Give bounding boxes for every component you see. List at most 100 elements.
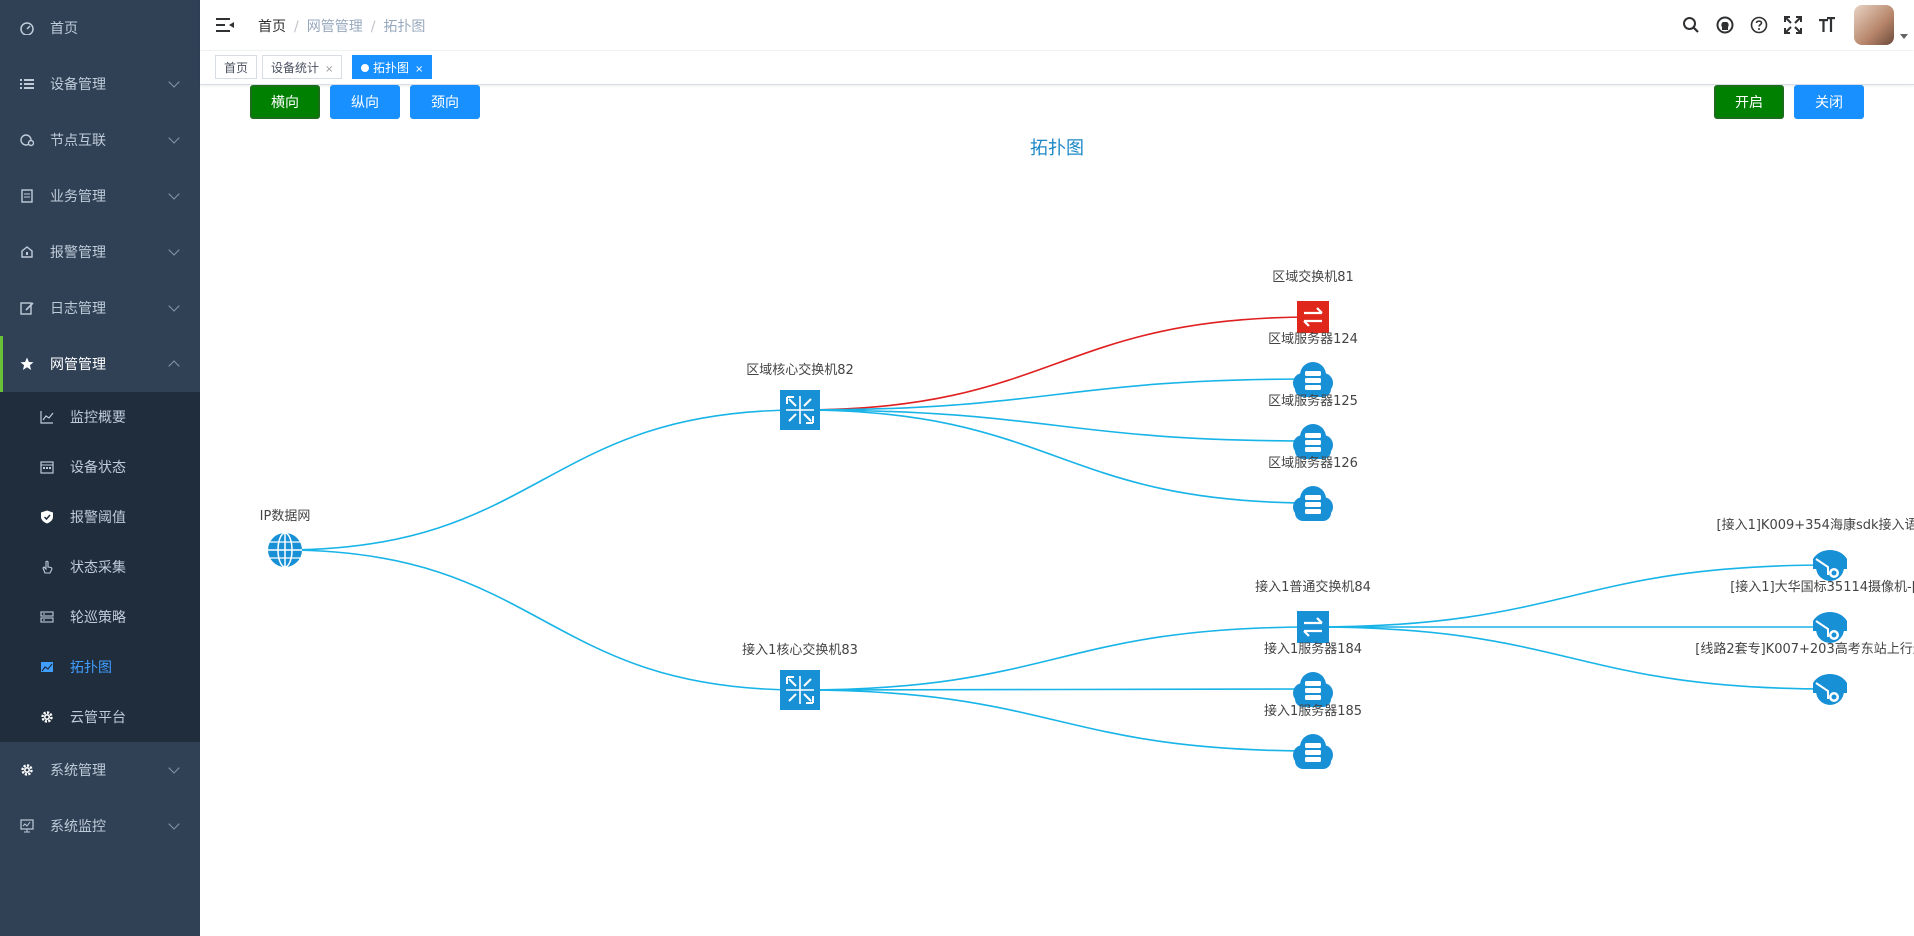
topology-link <box>1312 564 1831 628</box>
topology-link <box>799 688 1314 691</box>
submenu-item-status-collect[interactable]: 状态采集 <box>0 542 200 592</box>
topology-node-sv125[interactable]: 区域服务器125 <box>1268 393 1358 459</box>
gear-icon <box>20 763 34 777</box>
chevron-down-icon <box>168 188 180 200</box>
server-icon <box>40 610 54 624</box>
submenu-label: 拓扑图 <box>70 660 112 676</box>
chevron-down-icon <box>168 762 180 774</box>
menu-label: 网管管理 <box>50 357 106 373</box>
hand-icon <box>40 560 54 574</box>
open-button[interactable]: 开启 <box>1714 85 1784 119</box>
submenu-item-monitor-overview[interactable]: 监控概要 <box>0 392 200 442</box>
sidebar: 首页 设备管理 节点互联 业务管理 报警管理 日志管理 <box>0 0 200 936</box>
submenu-label: 监控概要 <box>70 410 126 426</box>
node-label: 区域服务器125 <box>1268 393 1358 409</box>
topology-node-sv184[interactable]: 接入1服务器184 <box>1264 641 1362 707</box>
tag-label: 首页 <box>224 61 249 75</box>
node-label: 区域交换机81 <box>1272 269 1354 285</box>
menu-label: 节点互联 <box>50 133 106 149</box>
chevron-down-icon <box>168 244 180 256</box>
topology-node-c82[interactable]: 区域核心交换机82 <box>746 362 854 430</box>
topology-node-sv124[interactable]: 区域服务器124 <box>1268 331 1358 397</box>
topology-node-cam1[interactable]: [接入1]K009+354海康sdk接入语音对 <box>1716 517 1914 581</box>
menu-label: 系统监控 <box>50 819 106 835</box>
node-label: 接入1核心交换机83 <box>742 642 858 658</box>
close-button[interactable]: 关闭 <box>1794 85 1864 119</box>
close-icon[interactable]: × <box>415 64 424 75</box>
menu-label: 业务管理 <box>50 189 106 205</box>
node-label: 区域服务器124 <box>1268 331 1358 347</box>
avatar[interactable] <box>1854 5 1908 45</box>
topology-title: 拓扑图 <box>1030 138 1084 159</box>
topology-link <box>799 409 1314 442</box>
question-icon[interactable] <box>1742 0 1776 50</box>
close-icon[interactable]: × <box>325 64 334 75</box>
chevron-down-icon <box>168 300 180 312</box>
network-management-submenu: 监控概要 设备状态 报警阈值 状态采集 轮巡策略 <box>0 392 200 742</box>
radial-layout-button[interactable]: 颈向 <box>410 85 480 119</box>
topology-node-cam3[interactable]: [线路2套专]K007+203高考东站上行进站咽喉 <box>1695 641 1914 705</box>
topology-node-root[interactable]: IP数据网 <box>260 509 311 568</box>
submenu-label: 报警阈值 <box>70 510 126 526</box>
image-icon <box>40 660 54 674</box>
topology-link <box>1312 626 1831 690</box>
fullscreen-icon[interactable] <box>1776 0 1810 50</box>
search-icon[interactable] <box>1674 0 1708 50</box>
node-label: 接入1普通交换机84 <box>1255 579 1371 595</box>
topology-link <box>284 549 801 691</box>
edit-icon <box>20 301 34 315</box>
breadcrumb-item[interactable]: 首页 <box>258 19 286 35</box>
menu-item-home[interactable]: 首页 <box>0 0 200 56</box>
list-icon <box>20 77 34 91</box>
topology-link <box>799 378 1314 411</box>
menu-item-business-management[interactable]: 业务管理 <box>0 168 200 224</box>
topology-graph: IP数据网 区域核心交换机82 接入1核心交换机83 区域交换机81 区域服务器124 区… <box>260 269 1914 769</box>
tag-label: 设备统计 <box>271 61 320 75</box>
menu-label: 设备管理 <box>50 77 106 93</box>
menu-item-network-management[interactable]: 网管管理 <box>0 336 200 392</box>
breadcrumb-item: 拓扑图 <box>383 19 426 35</box>
document-icon <box>20 189 34 203</box>
menu-label: 报警管理 <box>50 245 106 261</box>
breadcrumb-item: 网管管理 <box>306 19 363 35</box>
breadcrumb-separator: / <box>370 19 376 35</box>
menu-label: 首页 <box>50 21 78 37</box>
submenu-label: 设备状态 <box>70 460 126 476</box>
topology-node-c83[interactable]: 接入1核心交换机83 <box>742 642 858 710</box>
node-label: 接入1服务器184 <box>1264 641 1362 657</box>
active-dot-icon <box>361 64 369 72</box>
submenu-item-topology[interactable]: 拓扑图 <box>0 642 200 692</box>
tag-home[interactable]: 首页 <box>215 55 258 79</box>
network-icon <box>20 133 34 147</box>
submenu-item-patrol-policy[interactable]: 轮巡策略 <box>0 592 200 642</box>
topology-node-sv126[interactable]: 区域服务器126 <box>1268 455 1358 521</box>
tag-device-stats[interactable]: 设备统计 × <box>262 55 343 79</box>
tags-view: 首页 设备统计 × 拓扑图 × <box>200 51 1914 85</box>
menu-item-system-management[interactable]: 系统管理 <box>0 742 200 798</box>
tag-topology[interactable]: 拓扑图 × <box>352 55 433 79</box>
menu-item-alarm-management[interactable]: 报警管理 <box>0 224 200 280</box>
chevron-up-icon <box>168 360 180 372</box>
topology-node-s81[interactable]: 区域交换机81 <box>1272 269 1354 333</box>
github-icon[interactable] <box>1708 0 1742 50</box>
breadcrumb: 首页 / 网管管理 / 拓扑图 <box>258 16 425 36</box>
topology-node-s84[interactable]: 接入1普通交换机84 <box>1255 579 1371 643</box>
menu-item-system-monitor[interactable]: 系统监控 <box>0 798 200 854</box>
breadcrumb-separator: / <box>294 19 299 35</box>
submenu-item-cloud-platform[interactable]: 云管平台 <box>0 692 200 742</box>
menu-item-node-interconnect[interactable]: 节点互联 <box>0 112 200 168</box>
tag-label: 拓扑图 <box>373 61 410 75</box>
hamburger-icon[interactable] <box>216 17 234 33</box>
horizontal-layout-button[interactable]: 横向 <box>250 85 320 119</box>
menu-item-log-management[interactable]: 日志管理 <box>0 280 200 336</box>
topology-node-sv185[interactable]: 接入1服务器185 <box>1264 703 1362 769</box>
topology-link <box>799 626 1314 691</box>
node-label: [线路2套专]K007+203高考东站上行进站咽喉 <box>1695 641 1914 657</box>
submenu-item-alarm-threshold[interactable]: 报警阈值 <box>0 492 200 542</box>
chevron-down-icon <box>168 76 180 88</box>
submenu-item-device-status[interactable]: 设备状态 <box>0 442 200 492</box>
font-size-icon[interactable] <box>1810 0 1844 50</box>
menu-item-device-management[interactable]: 设备管理 <box>0 56 200 112</box>
vertical-layout-button[interactable]: 纵向 <box>330 85 400 119</box>
topology-node-cam2[interactable]: [接入1]大华国标35114摄像机-[球 <box>1730 579 1914 643</box>
